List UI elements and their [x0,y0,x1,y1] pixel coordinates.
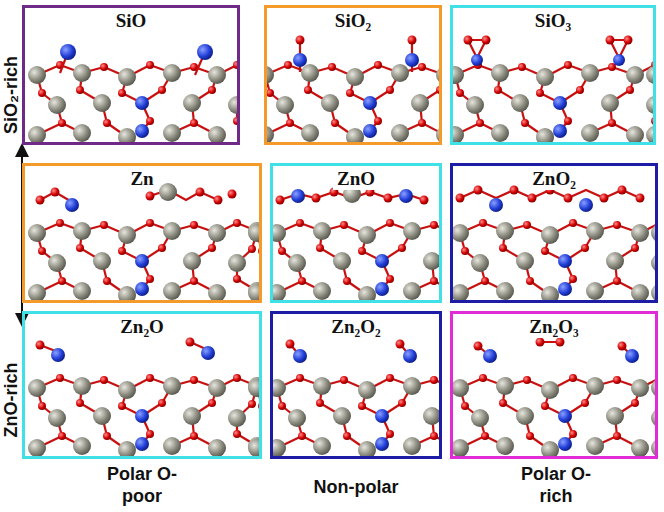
structure-panel: Zn₂O [22,311,262,459]
structure-panel: SiO [22,5,240,145]
column-label: Non-polar [291,476,421,498]
structure-panel: Zn₂O₂ [270,311,442,459]
surface-structure [267,36,439,143]
panel-title: Zn₂O₃ [525,316,582,338]
structure-panel: Zn₂O₃ [450,311,658,459]
panel-title: ZnO [333,168,379,190]
panel-title: ZnO₂ [528,168,580,190]
surface-structure [453,338,655,457]
surface-structure [453,186,655,301]
panel-title: SiO₂ [331,10,375,32]
panel-title: SiO₃ [531,10,575,32]
surface-structure [28,183,259,300]
structure-panel: ZnO₂ [450,163,658,303]
surface-structure [28,338,259,457]
panel-title: Zn₂O [116,316,168,338]
panel-title: Zn [126,168,157,190]
panel-title: Zn₂O₂ [327,316,384,338]
surface-structure [273,185,439,300]
structure-panel: SiO₂ [264,5,442,145]
surface-structure [273,340,439,457]
surface-structure [453,36,653,143]
structure-panel: SiO₃ [450,5,656,145]
panel-title: SiO [112,10,151,32]
structure-panel: Zn [22,163,262,303]
surface-structure [28,44,237,142]
axis-label: ZnO-rich [0,361,22,440]
axis-label: SiO₂-rich [0,54,22,136]
structure-panel: ZnO [270,163,442,303]
column-label: Polar O-poor [92,463,192,507]
column-label: Polar O-rich [506,463,606,507]
